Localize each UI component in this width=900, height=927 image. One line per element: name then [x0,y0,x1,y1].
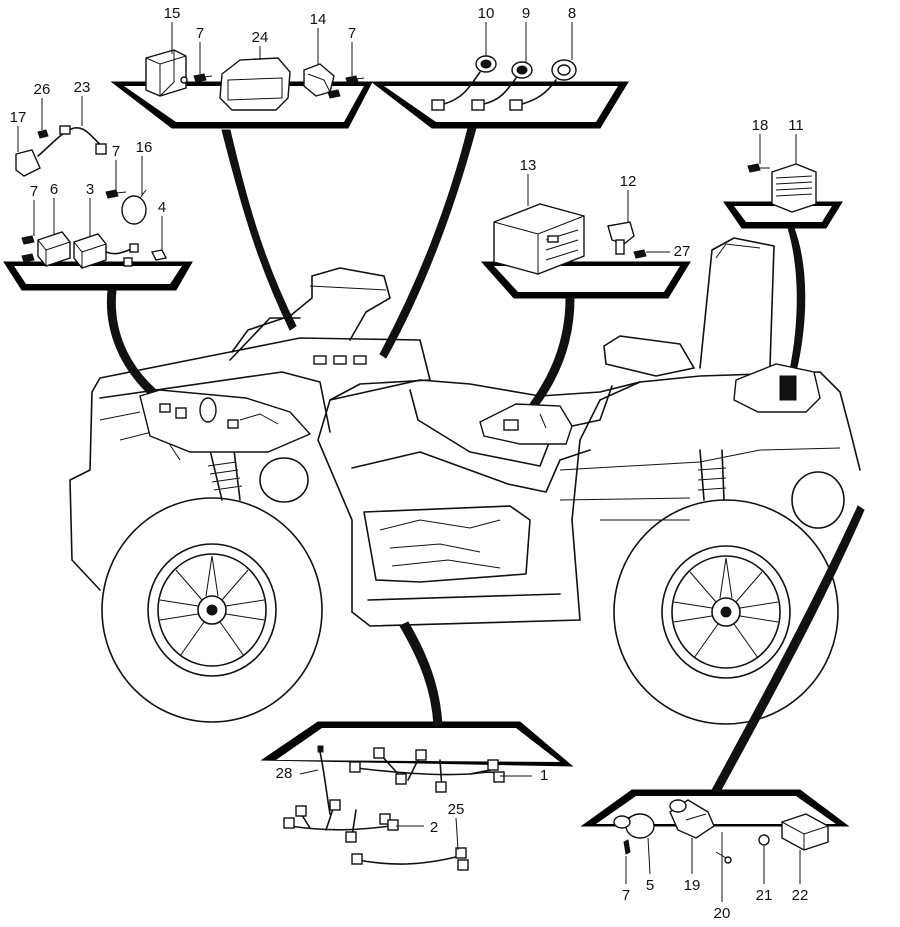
callout-6: 6 [50,181,58,198]
part-18-screw [747,163,770,173]
callout-7-top-a: 7 [196,25,204,42]
part-10-switch [431,55,497,111]
callout-4: 4 [158,199,166,216]
part-7-screw-d [21,235,35,245]
callout-7-left-b: 7 [30,183,38,200]
callout-5: 5 [646,877,654,894]
callout-plate-top-center-right [370,81,629,129]
part-20-screw [715,851,732,864]
part-13-battery [493,203,585,275]
rear-wheel [613,499,839,725]
callout-27: 27 [674,243,691,260]
part-4-clip [150,249,168,261]
part-24-display [219,57,291,111]
callout-24: 24 [252,29,269,46]
atv-vehicle [69,237,861,725]
part-7-screw-e [623,839,631,855]
callout-1: 1 [540,767,548,784]
part-22-module [781,813,829,851]
callout-20: 20 [714,905,731,922]
callout-9: 9 [522,5,530,22]
part-7-screw-a [193,73,213,83]
part-15-module [145,49,188,97]
part-9-switch [471,61,533,111]
part-26-screw [37,129,49,139]
callout-18: 18 [752,117,769,134]
callout-23: 23 [74,79,91,96]
pointer-lines [106,127,865,793]
part-16-horn [121,189,147,225]
part-27-screw [633,249,647,259]
part-19-socket [669,799,715,839]
callout-22: 22 [792,887,809,904]
callout-19: 19 [684,877,701,894]
callout-3: 3 [86,181,94,198]
callout-plate-top-left [3,261,193,291]
callout-8: 8 [568,5,576,22]
part-11-regulator [771,163,817,213]
callout-15: 15 [164,5,181,22]
part-1-harness [349,747,505,793]
part-screw-lower-left [21,253,35,263]
part-7-screw-b [345,75,365,85]
callout-labels: 15 7 24 14 7 10 9 8 26 23 17 7 16 4 7 6 … [10,5,809,922]
front-wheel [101,497,323,723]
part-12-fuse [607,221,635,255]
part-21-nut [758,834,770,846]
callout-7-bottom: 7 [622,887,630,904]
callout-7-left-a: 7 [112,143,120,160]
part-6-relay [37,231,71,267]
callout-21: 21 [756,887,773,904]
part-28-wire [317,745,331,815]
part-2-harness [283,799,399,843]
callout-28: 28 [276,765,293,782]
location-highlights [139,355,821,453]
callout-16: 16 [136,139,153,156]
callout-26: 26 [34,81,51,98]
part-7-screw-c [105,189,127,199]
callout-2: 2 [430,819,438,836]
callout-plate-bottom-center [260,721,574,767]
part-25-harness [351,847,469,871]
part-5-sensor [613,813,655,839]
part-8-switch [509,59,577,111]
callout-12: 12 [620,173,637,190]
callout-11: 11 [788,117,804,134]
callout-13: 13 [520,157,537,174]
callout-14: 14 [310,11,327,28]
part-17-bracket [15,149,41,177]
callout-7-top-b: 7 [348,25,356,42]
part-14-bracket [303,63,341,99]
callout-17: 17 [10,109,27,126]
callout-25: 25 [448,801,465,818]
callout-10: 10 [478,5,495,22]
leader-lines [17,22,801,902]
part-23-harness [37,125,107,157]
part-3-relay [73,233,139,269]
